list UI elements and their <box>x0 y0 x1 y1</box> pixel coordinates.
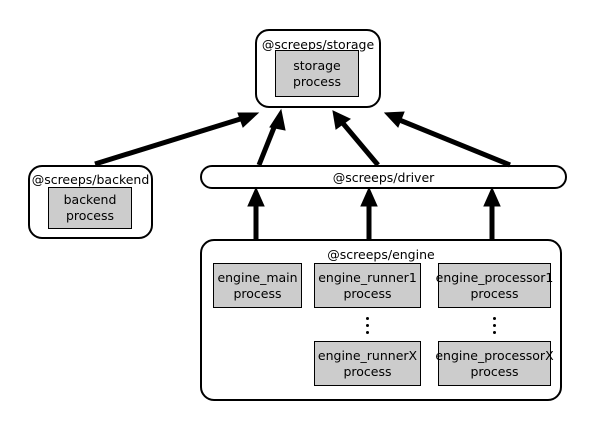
arrow-engine-to-driver-middle <box>360 186 378 240</box>
engine-runner1-process-box[interactable]: engine_runner1 process <box>314 263 421 308</box>
engine-processorx-process-line1: engine_processorX <box>435 347 554 363</box>
engine-runner1-process-line1: engine_runner1 <box>318 269 417 285</box>
arrow-driver-to-storage-left <box>256 108 286 166</box>
engine-processorx-process-box[interactable]: engine_processorX process <box>435 341 554 386</box>
package-backend-label: @screeps/backend <box>31 172 150 187</box>
engine-processor1-process-line2: process <box>470 285 519 301</box>
engine-main-process-line1: engine_main <box>217 269 298 285</box>
arrow-driver-to-storage-right <box>383 111 511 168</box>
package-driver[interactable]: @screeps/driver <box>200 165 567 189</box>
package-storage-label: @screeps/storage <box>261 37 375 52</box>
package-driver-label: @screeps/driver <box>332 169 435 185</box>
engine-main-process-box[interactable]: engine_main process <box>213 263 302 308</box>
arrow-engine-to-driver-left <box>247 186 265 240</box>
engine-processorx-process-line2: process <box>470 363 519 379</box>
arrow-driver-to-storage-middle <box>332 110 380 167</box>
backend-process-line2: process <box>65 208 115 223</box>
storage-process-line2: process <box>292 73 342 89</box>
engine-processor1-process-line1: engine_processor1 <box>435 269 554 285</box>
engine-runnerx-process-box[interactable]: engine_runnerX process <box>314 341 421 386</box>
engine-runner1-process-line2: process <box>343 285 392 301</box>
package-engine-label: @screeps/engine <box>327 247 435 262</box>
backend-process-line1: backend <box>63 192 117 207</box>
storage-process-line1: storage <box>293 57 341 73</box>
processor-ellipsis-icon <box>493 317 496 334</box>
engine-processor1-process-box[interactable]: engine_processor1 process <box>435 263 554 308</box>
engine-runnerx-process-line2: process <box>343 363 392 379</box>
arrow-engine-to-driver-right <box>483 186 501 240</box>
engine-main-process-line2: process <box>233 285 282 301</box>
arrow-backend-to-storage <box>94 112 260 167</box>
runner-ellipsis-icon <box>366 317 369 334</box>
storage-process-box[interactable]: storage process <box>275 50 359 97</box>
backend-process-box[interactable]: backend process <box>48 187 132 229</box>
engine-runnerx-process-line1: engine_runnerX <box>317 347 418 363</box>
